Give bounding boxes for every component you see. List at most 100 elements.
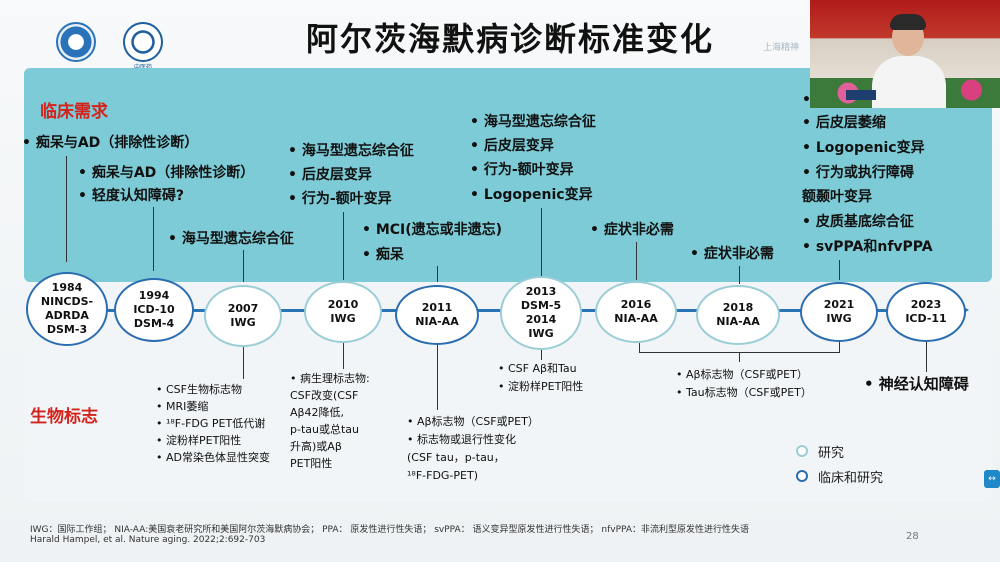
connector-b2016-b xyxy=(839,342,840,353)
connector-2010 xyxy=(343,212,344,280)
node-2013: 2013 DSM-5 2014 IWG xyxy=(500,276,582,350)
connector-b2010 xyxy=(343,343,344,369)
university-logo-icon xyxy=(56,22,96,62)
clinical-section-label: 临床需求 xyxy=(40,102,108,122)
clinical-2011-2: • 痴呆 xyxy=(362,247,404,263)
clinical-2021-2: • Logopenic变异 xyxy=(802,140,925,156)
n2016-label: 2016 NIA-AA xyxy=(614,298,658,325)
clinical-1994-1: • 痴呆与AD（排除性诊断） xyxy=(78,165,255,181)
node-2010: 2010 IWG xyxy=(304,281,382,343)
clinical-2010-3: • 行为-额叶变异 xyxy=(288,191,392,207)
clinical-2021-6: • svPPA和nfvPPA xyxy=(802,239,933,255)
logo-caption: 中医药 xyxy=(123,62,163,71)
bio-2010-3: Aβ42降低, xyxy=(290,406,345,419)
clinical-2013-2: • 后皮层变异 xyxy=(470,138,554,154)
n1994-label: 1994 ICD-10 DSM-4 xyxy=(133,289,175,330)
connector-b2016-c xyxy=(739,352,740,362)
bio-2016-2: • Tau标志物（CSF或PET） xyxy=(676,386,812,399)
node-2018: 2018 NIA-AA xyxy=(696,285,780,345)
n2023-label: 2023 ICD-11 xyxy=(905,298,947,325)
n2007-label: 2007 IWG xyxy=(227,302,259,329)
connector-b2013 xyxy=(541,350,542,360)
clinical-2021-1: • 后皮层萎缩 xyxy=(802,115,886,131)
connector-2007 xyxy=(243,250,244,282)
legend-research-label: 研究 xyxy=(818,446,845,461)
clinical-2013-1: • 海马型遗忘综合征 xyxy=(470,114,596,130)
watermark-text: 上海精神 xyxy=(763,43,800,53)
bio-2011-1: • Aβ标志物（CSF或PET） xyxy=(407,415,539,428)
bio-2010-6: PET阳性 xyxy=(290,457,333,470)
bio-2011-2: • 标志物或退行性变化 xyxy=(407,433,516,446)
bio-2007-5: • AD常染色体显性突变 xyxy=(156,451,270,464)
clinical-2021-4: 额颞叶变异 xyxy=(802,189,872,205)
speaker-body xyxy=(872,56,946,108)
connector-2013 xyxy=(541,208,542,280)
page-number: 28 xyxy=(906,531,919,542)
clinical-1994-2: • 轻度认知障碍? xyxy=(78,188,184,204)
bio-2007-2: • MRI萎缩 xyxy=(156,400,209,413)
n1984-label: 1984 NINCDS- ADRDA DSM-3 xyxy=(40,281,94,336)
legend-clinical-icon xyxy=(796,470,808,482)
bio-2010-2: CSF改变(CSF xyxy=(290,389,359,402)
connector-2011 xyxy=(437,266,438,282)
connector-b2016-a xyxy=(639,343,640,353)
connector-b2023 xyxy=(926,342,927,372)
n2013-label: 2013 DSM-5 2014 IWG xyxy=(520,285,562,340)
bio-2013-2: • 淀粉样PET阳性 xyxy=(498,380,584,393)
legend-research-icon xyxy=(796,445,808,457)
clinical-2021-3: • 行为或执行障碍 xyxy=(802,165,914,181)
clinical-2010-1: • 海马型遗忘综合征 xyxy=(288,143,414,159)
bio-2013-1: • CSF Aβ和Tau xyxy=(498,362,577,375)
node-2007: 2007 IWG xyxy=(204,285,282,347)
bio-2007-1: • CSF生物标志物 xyxy=(156,383,242,396)
clinical-2010-2: • 后皮层变异 xyxy=(288,167,372,183)
n2018-label: 2018 NIA-AA xyxy=(716,301,760,328)
bio-2010-4: p-tau或总tau xyxy=(290,423,360,436)
node-1994: 1994 ICD-10 DSM-4 xyxy=(114,278,194,342)
bio-2010-5: 升高)或Aβ xyxy=(290,440,342,453)
biomarker-section-label: 生物标志 xyxy=(30,407,98,427)
connector-b2011 xyxy=(437,345,438,410)
clinical-2018-1: • 症状非必需 xyxy=(690,246,774,262)
n2011-label: 2011 NIA-AA xyxy=(415,301,459,328)
clinical-2007-1: • 海马型遗忘综合征 xyxy=(168,231,294,247)
clinical-2021-5: • 皮质基底综合征 xyxy=(802,214,914,230)
clinical-2021-0: • xyxy=(802,92,811,108)
footnote-abbreviations: IWG：国际工作组； NIA-AA:美国衰老研究所和美国阿尔茨海默病协会； PP… xyxy=(30,525,750,535)
bio-2007-4: • 淀粉样PET阳性 xyxy=(156,434,242,447)
bio-2011-4: ¹⁸F-FDG-PET) xyxy=(407,469,479,482)
clinical-2013-3: • 行为-额叶变异 xyxy=(470,162,574,178)
connector-1984 xyxy=(66,156,67,262)
connector-b2007 xyxy=(243,347,244,379)
clinical-2013-4: • Logopenic变异 xyxy=(470,187,593,203)
connector-1994 xyxy=(153,207,154,271)
bio-2016-1: • Aβ标志物（CSF或PET） xyxy=(676,368,808,381)
connector-2018 xyxy=(739,266,740,284)
bio-2010-1: • 病生理标志物: xyxy=(290,372,370,385)
slide-title: 阿尔茨海默病诊断标准变化 xyxy=(305,20,714,58)
footnote-citation: Harald Hampel, et al. Nature aging. 2022… xyxy=(30,535,266,545)
n2021-label: 2021 IWG xyxy=(823,298,855,325)
side-toggle-button[interactable]: ↔ xyxy=(984,470,1000,488)
timeline-axis xyxy=(28,309,958,312)
legend-clinical-label: 临床和研究 xyxy=(818,471,884,486)
icd11-logo-icon xyxy=(123,22,163,62)
name-sign xyxy=(846,90,876,100)
node-2011: 2011 NIA-AA xyxy=(395,285,479,345)
bio-2007-3: • ¹⁸F-FDG PET低代谢 xyxy=(156,417,266,430)
n2010-label: 2010 IWG xyxy=(327,298,359,325)
bio-2011-3: (CSF tau，p-tau， xyxy=(407,451,505,464)
clinical-2016-1: • 症状非必需 xyxy=(590,222,674,238)
clinical-2011-1: • MCI(遗忘或非遗忘) xyxy=(362,222,503,238)
speaker-video xyxy=(810,0,1000,108)
speaker-hair xyxy=(890,14,926,30)
bio-2023-1: • 神经认知障碍 xyxy=(864,375,969,393)
node-1984: 1984 NINCDS- ADRDA DSM-3 xyxy=(26,272,108,346)
node-2023: 2023 ICD-11 xyxy=(886,282,966,342)
node-2016: 2016 NIA-AA xyxy=(595,281,677,343)
connector-2016 xyxy=(636,242,637,280)
node-2021: 2021 IWG xyxy=(800,282,878,342)
clinical-1984-1: • 痴呆与AD（排除性诊断） xyxy=(22,135,199,151)
connector-2021 xyxy=(839,260,840,280)
